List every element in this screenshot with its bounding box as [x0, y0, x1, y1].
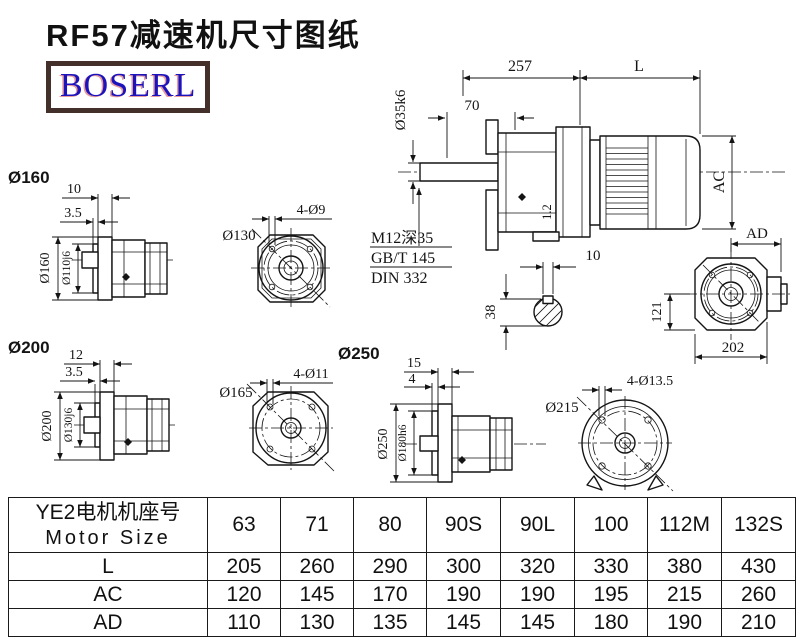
dim-plate-15: 15 — [407, 356, 421, 371]
cell-AD-112M: 190 — [647, 608, 722, 637]
dim-AD: AD — [746, 226, 768, 242]
dim-shaft-dia: Ø35k6 — [393, 89, 409, 130]
cell-L-90S: 300 — [426, 552, 501, 581]
dim-key-width: 10 — [586, 248, 601, 264]
dim-flange-dia-250: Ø250 — [376, 428, 391, 459]
cell-AD-80: 135 — [353, 608, 427, 637]
flange160-front-view: 4-Ø9 Ø130 — [222, 203, 332, 308]
dim-plate-12: 12 — [69, 348, 83, 363]
flange250-label: Ø250 — [338, 344, 380, 363]
col-132S: 132S — [721, 497, 796, 553]
cell-AD-90S: 145 — [426, 608, 501, 637]
col-90S: 90S — [426, 497, 501, 553]
flange250-side-view: 15 4 Ø250 Ø180h6 — [376, 356, 546, 483]
dim-bolts-4d9: 4-Ø9 — [297, 203, 326, 218]
flange200-side-view: Ø200 12 3.5 Ø200 Ø130j6 — [8, 338, 178, 461]
dim-121: 121 — [650, 302, 665, 323]
cell-AC-90L: 190 — [500, 580, 575, 609]
cell-AD-132S: 210 — [721, 608, 796, 637]
cell-AC-100: 195 — [574, 580, 648, 609]
dim-flange-dia-200: Ø200 — [40, 410, 55, 441]
cell-AC-63: 120 — [207, 580, 281, 609]
thread-note-1: M12深35 — [371, 229, 433, 247]
table-row-L: L 205 260 290 300 320 330 380 430 — [8, 552, 796, 581]
col-80: 80 — [353, 497, 427, 553]
page-title: RF57减速机尺寸图纸 — [46, 18, 361, 53]
table-row-AC: AC 120 145 170 190 190 195 215 260 — [8, 580, 796, 609]
cell-AC-90S: 190 — [426, 580, 501, 609]
cell-AD-63: 110 — [207, 608, 281, 637]
dim-202: 202 — [722, 340, 745, 356]
cell-L-112M: 380 — [647, 552, 722, 581]
dim-bolts-4d135: 4-Ø13.5 — [627, 374, 673, 389]
dim-lip-35b: 3.5 — [65, 365, 83, 380]
motor-rear-view: AD 121 202 — [650, 226, 790, 364]
cell-AC-71: 145 — [280, 580, 354, 609]
dim-bolt-circle-130: Ø130 — [222, 228, 255, 244]
flange200-label: Ø200 — [8, 338, 50, 357]
dimension-table: YE2电机机座号 Motor Size 63 71 80 90S 90L 100… — [8, 497, 796, 637]
header-motor-size-cn: YE2电机机座号 — [35, 500, 181, 524]
dim-257: 257 — [508, 58, 532, 75]
col-90L: 90L — [500, 497, 575, 553]
cell-L-132S: 430 — [721, 552, 796, 581]
header-motor-size-en: Motor Size — [45, 526, 171, 549]
table-header-row: YE2电机机座号 Motor Size 63 71 80 90S 90L 100… — [8, 497, 796, 553]
thread-note-2: GB/T 145 — [371, 250, 435, 267]
table-row-AD: AD 110 130 135 145 145 180 190 210 — [8, 608, 796, 637]
thread-note-3: DIN 332 — [371, 270, 427, 287]
col-112M: 112M — [647, 497, 722, 553]
cell-L-100: 330 — [574, 552, 648, 581]
dim-spigot-dia-130: Ø130j6 — [63, 408, 75, 443]
main-side-view: 257 L 70 Ø35k6 AC 1.2 M12深35 GB/T 145 DI… — [370, 58, 786, 287]
flange200-front-view: Ø250 4-Ø11 Ø165 — [219, 344, 380, 473]
cell-AC-112M: 215 — [647, 580, 722, 609]
cell-AC-132S: 260 — [721, 580, 796, 609]
row-label-L: L — [8, 552, 208, 581]
dim-lip-4: 4 — [409, 372, 416, 387]
flange160-side-view: Ø160 10 3.5 Ø160 Ø110j6 — [8, 168, 176, 301]
dim-plate-10: 10 — [67, 182, 81, 197]
brand-logo: BOSERL — [46, 61, 211, 113]
col-63: 63 — [207, 497, 281, 553]
technical-drawing: 257 L 70 Ø35k6 AC 1.2 M12深35 GB/T 145 DI… — [8, 58, 790, 492]
dim-spigot-dia-110: Ø110j6 — [61, 251, 73, 285]
dim-key-height: 38 — [483, 305, 499, 320]
dim-70: 70 — [465, 98, 480, 114]
dim-lip-35: 3.5 — [64, 206, 82, 221]
cell-AD-100: 180 — [574, 608, 648, 637]
dim-bolt-circle-215: Ø215 — [545, 400, 578, 416]
cell-L-63: 205 — [207, 552, 281, 581]
brand-logo-text: BOSERL — [60, 67, 197, 104]
dim-bolt-circle-165: Ø165 — [219, 385, 252, 401]
flange160-label: Ø160 — [8, 168, 50, 187]
cell-L-80: 290 — [353, 552, 427, 581]
dim-gap: 1.2 — [540, 204, 554, 220]
flange250-front-view: 4-Ø13.5 Ø215 — [545, 374, 674, 492]
col-100: 100 — [574, 497, 648, 553]
dim-flange-dia-160: Ø160 — [38, 252, 53, 283]
shaft-key-section: 10 38 — [483, 248, 601, 350]
cell-L-71: 260 — [280, 552, 354, 581]
col-71: 71 — [280, 497, 354, 553]
cell-AD-71: 130 — [280, 608, 354, 637]
dim-L: L — [634, 58, 644, 75]
dim-spigot-dia-180: Ø180h6 — [397, 424, 409, 461]
row-label-AD: AD — [8, 608, 208, 637]
row-label-AC: AC — [8, 580, 208, 609]
cell-L-90L: 320 — [500, 552, 575, 581]
cell-AD-90L: 145 — [500, 608, 575, 637]
dim-AC: AC — [711, 171, 728, 193]
header-motor-size: YE2电机机座号 Motor Size — [8, 497, 208, 553]
cell-AC-80: 170 — [353, 580, 427, 609]
dim-bolts-4d11: 4-Ø11 — [293, 367, 328, 382]
